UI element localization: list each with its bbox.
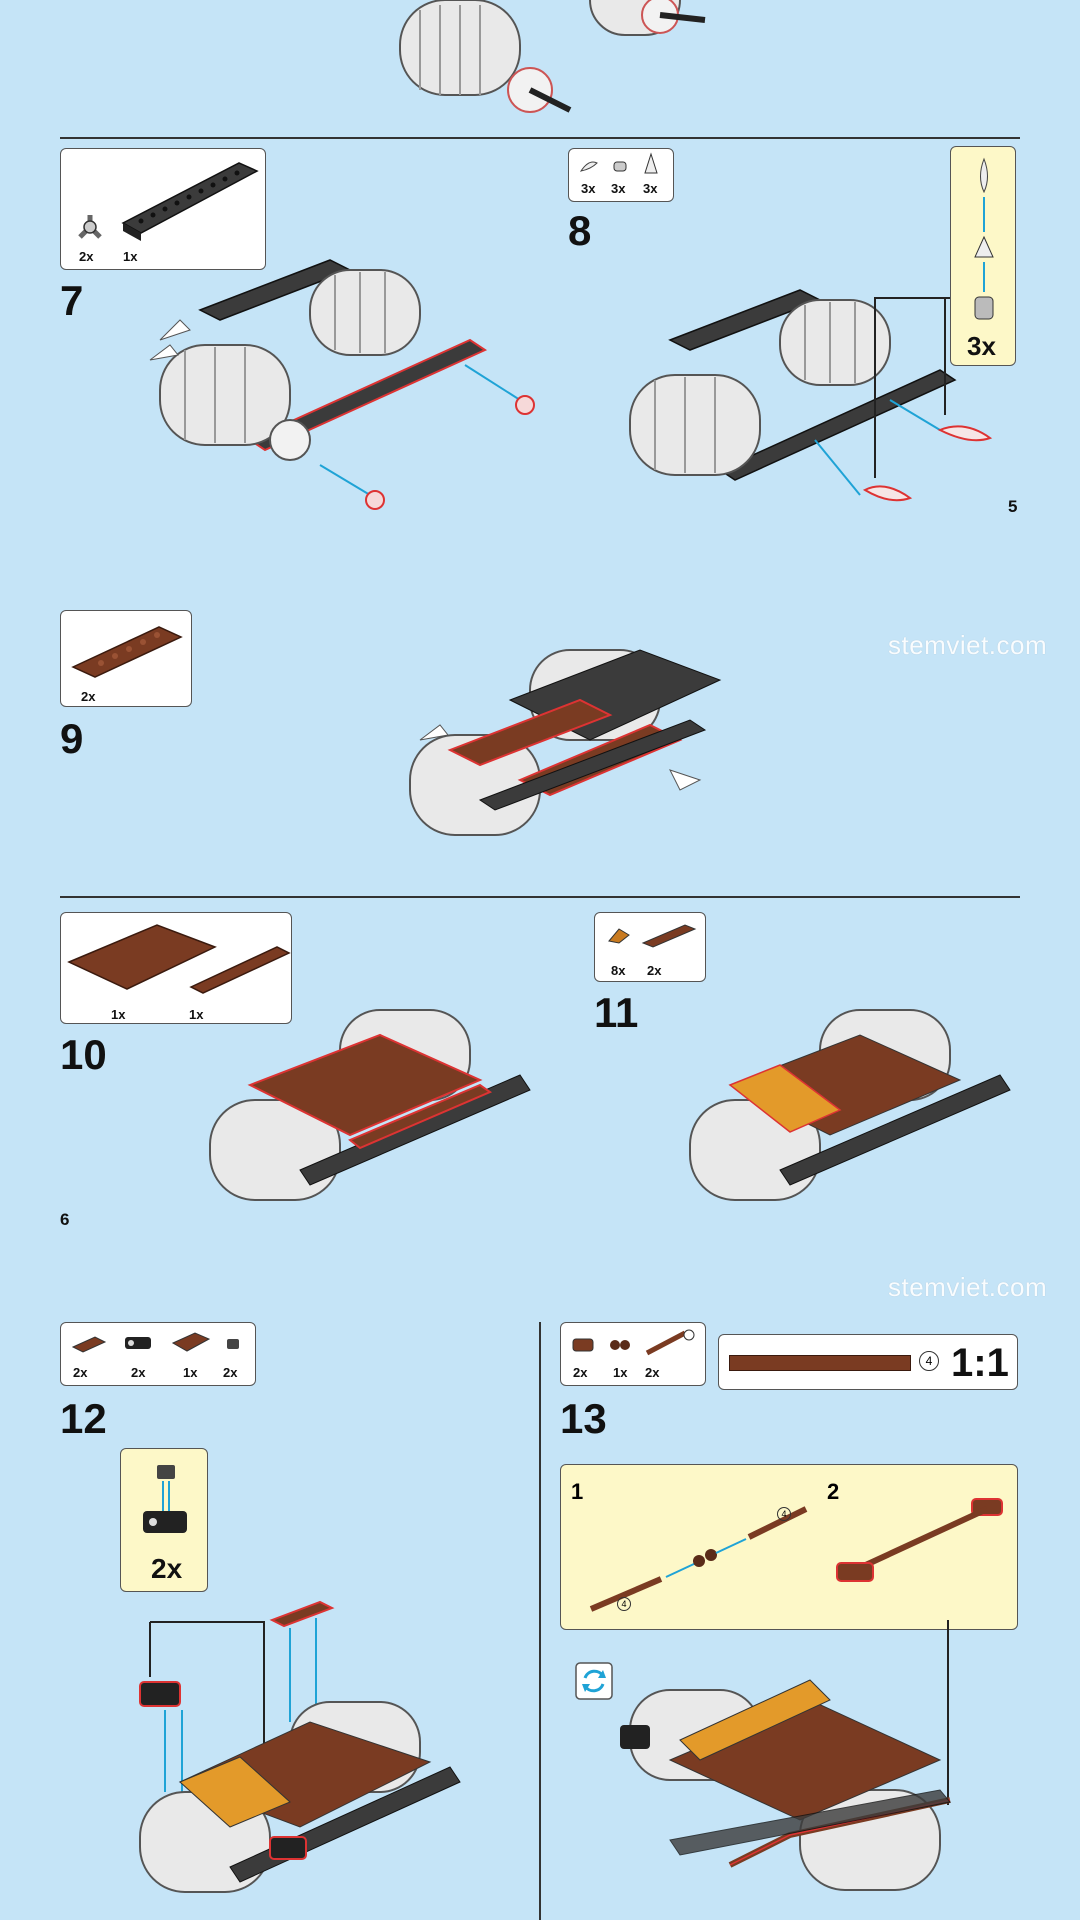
pin-piece-icon [613,161,627,172]
callout-clip-assembly [143,1465,187,1533]
length-mark-1: 4 [617,1597,631,1611]
step9-assembly [409,649,722,836]
technic-beam-piece-icon [121,162,259,241]
brown-tile-piece-icon [71,1336,107,1353]
step12-qty-3: 1x [183,1365,198,1380]
step13-assembly [620,1620,951,1891]
length-mark-2: 4 [777,1507,791,1521]
brown-bar-piece-icon [645,1329,695,1356]
step7-assembly [149,259,535,510]
substep-2-label: 2 [827,1479,840,1504]
brown-plate-piece-icon [71,626,183,678]
divider-top [60,137,1020,139]
step8-assembly [629,289,993,502]
step12-parts-box: 2x 2x 1x 2x [60,1322,256,1386]
slope-brick-piece-icon [608,928,630,944]
watermark-1: stemviet.com [888,630,1048,660]
bracket-piece-icon [641,924,697,948]
brown-plate-small-piece-icon [171,1332,211,1352]
step7-qty-2: 1x [123,249,138,264]
step13-qty-1: 2x [573,1365,588,1380]
step7-parts-box: 2x 1x [60,148,266,270]
step11-number: 11 [594,989,639,1036]
substep-2-diagram [836,1498,1003,1582]
step6-model-remnant [399,0,706,113]
step12-qty-1: 2x [73,1365,88,1380]
page-number-right: 6 [60,1210,70,1229]
scale-length-badge: 4 [919,1351,939,1371]
connector-piece-icon [78,215,102,239]
step13-number: 13 [560,1395,607,1442]
step9-qty-1: 2x [81,689,96,704]
step12-qty-4: 2x [223,1365,238,1380]
dark-grey-pin-piece-icon [227,1339,239,1349]
step8-callout-qty: 3x [967,331,996,361]
callout-sub-assembly [974,157,994,320]
divider-middle [60,896,1020,898]
black-clip-piece-icon [125,1337,151,1349]
scale-bar [729,1355,911,1371]
step11-parts-box: 8x 2x [594,912,706,982]
step13-qty-2: 1x [613,1365,628,1380]
step12-number: 12 [60,1395,107,1442]
substep-1-diagram [589,1506,808,1612]
step13-qty-3: 2x [645,1365,660,1380]
step10-parts-box: 1x 1x [60,912,292,1024]
connector-bar-piece-icon [610,1340,630,1350]
substep-1-label: 1 [571,1479,584,1504]
step10-assembly [209,1009,531,1201]
step13-callout: 1 2 4 4 [560,1464,1018,1630]
scale-ruler-box: 4 1:1 [718,1334,1018,1390]
step12-assembly [139,1600,461,1893]
divider-vertical [539,1322,541,1920]
large-brown-plate-piece-icon [67,924,291,994]
step13-parts-box: 2x 1x 2x [560,1322,706,1386]
step11-qty-1: 8x [611,963,626,978]
step10-qty-2: 1x [189,1007,204,1022]
rotate-model-icon [575,1662,613,1700]
step11-assembly [689,1009,1011,1201]
step9-number: 9 [60,715,84,762]
watermark-2: stemviet.com [888,1272,1048,1302]
step12-qty-2: 2x [131,1365,146,1380]
scale-label: 1:1 [951,1341,1009,1385]
step8-qty-1: 3x [581,181,596,196]
step8-number: 8 [568,207,592,254]
step7-qty-1: 2x [79,249,94,264]
step8-parts-box: 3x 3x 3x [568,148,674,202]
step12-callout: 2x [120,1448,208,1592]
page-number-left: 5 [1008,497,1018,516]
cone-piece-icon [644,152,658,174]
step11-qty-2: 2x [647,963,662,978]
step8-qty-2: 3x [611,181,626,196]
step10-qty-1: 1x [111,1007,126,1022]
step7-number: 7 [60,277,84,324]
step10-number: 10 [60,1031,107,1078]
horn-piece-icon [579,161,598,172]
step12-callout-qty: 2x [151,1553,183,1584]
brown-clip-piece-icon [572,1338,594,1352]
step8-callout: 3x [950,146,1016,366]
step8-qty-3: 3x [643,181,658,196]
step9-parts-box: 2x [60,610,192,707]
